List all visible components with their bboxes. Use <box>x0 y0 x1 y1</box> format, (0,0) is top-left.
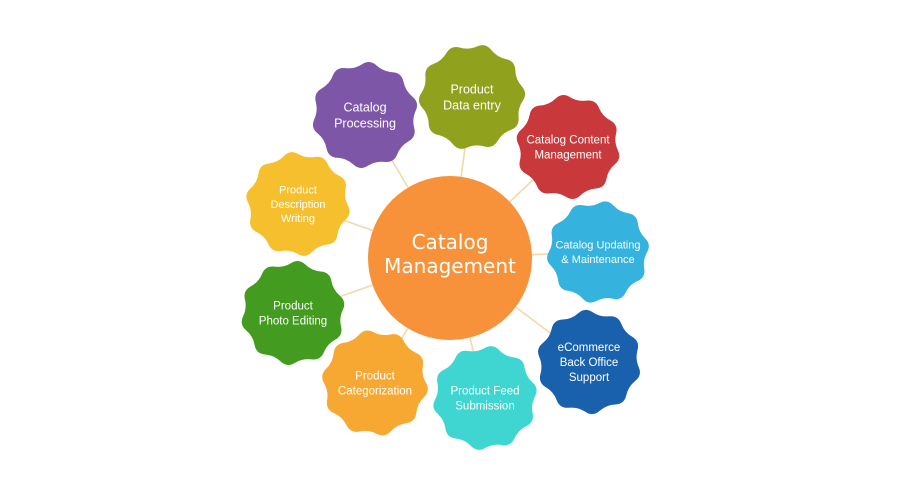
node-label-product-feed-submission-line1: Product Feed <box>450 386 519 398</box>
center-circle <box>368 176 532 340</box>
node-label-product-description-writing-line1: Product <box>279 185 317 197</box>
node-shape-catalog-updating-maintenance <box>547 201 649 303</box>
node-label-product-data-entry-line2: Data entry <box>443 99 501 113</box>
node-label-product-categorization-line1: Product <box>355 371 395 383</box>
node-shape-ecommerce-back-office-support <box>538 309 640 415</box>
node-catalog-updating-maintenance: Catalog Updating & Maintenance <box>547 201 649 303</box>
node-shape-product-categorization <box>322 330 428 436</box>
center-title-line1: Catalog <box>412 230 489 254</box>
center-title-line2: Management <box>384 254 516 278</box>
connectors <box>334 141 555 356</box>
connector-catalog-content-management <box>509 176 537 203</box>
node-label-catalog-content-management-line2: Management <box>534 150 602 162</box>
node-label-ecommerce-back-office-support-line1: eCommerce <box>558 342 621 354</box>
node-label-product-data-entry-line1: Product <box>450 82 494 96</box>
node-shape-product-data-entry <box>418 45 526 149</box>
node-label-catalog-updating-maintenance-line1: Catalog Updating <box>555 240 640 252</box>
node-shape-product-feed-submission <box>433 346 537 450</box>
connector-product-photo-editing <box>334 284 373 300</box>
node-label-ecommerce-back-office-support-line2: Back Office <box>560 357 619 369</box>
node-label-ecommerce-back-office-support-line3: Support <box>569 372 610 384</box>
node-shape-product-photo-editing <box>241 261 345 365</box>
node-label-product-description-writing-line3: Writing <box>281 213 315 225</box>
node-shape-product-description-writing <box>246 152 350 256</box>
node-label-product-photo-editing-line1: Product <box>273 301 313 313</box>
node-shape-catalog-content-management <box>516 95 620 199</box>
center-node: Catalog Management <box>368 176 532 340</box>
node-label-catalog-processing-line2: Processing <box>334 117 396 131</box>
node-label-product-description-writing-line2: Description <box>270 199 325 211</box>
connector-product-description-writing <box>339 217 373 232</box>
node-label-catalog-updating-maintenance-line2: & Maintenance <box>561 254 634 266</box>
node-label-product-categorization-line2: Categorization <box>338 386 412 398</box>
node-label-product-feed-submission-line2: Submission <box>455 401 514 413</box>
node-label-product-photo-editing-line2: Photo Editing <box>259 316 327 328</box>
connector-ecommerce-back-office-support <box>515 306 555 337</box>
node-shape-catalog-processing <box>312 61 418 169</box>
node-label-catalog-processing-line1: Catalog <box>343 100 386 114</box>
node-label-catalog-content-management-line1: Catalog Content <box>526 135 610 147</box>
